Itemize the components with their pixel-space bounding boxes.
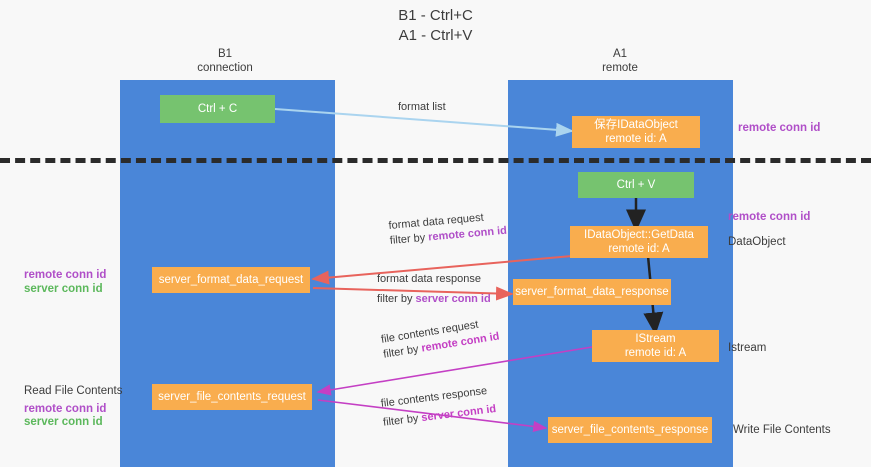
title-line-2: A1 - Ctrl+V: [398, 27, 473, 44]
lane-header-b1: B1 connection: [150, 47, 300, 75]
page-title: B1 - Ctrl+C A1 - Ctrl+V: [0, 6, 871, 46]
box-ctrl-c-label: Ctrl + C: [197, 103, 238, 115]
arrow-format-data-request: [311, 255, 573, 285]
edge-label-format-data-response-line1: format data response: [377, 273, 481, 285]
box-ctrl-v[interactable]: Ctrl + V: [578, 172, 694, 198]
box-server-file-contents-request-label: server_file_contents_request: [158, 391, 306, 403]
box-getdata-line1: IDataObject::GetData: [584, 229, 694, 241]
annotation-remote-conn-id-top: remote conn id: [738, 122, 821, 134]
edge-label-format-data-response-line2: filter by server conn id: [377, 292, 491, 307]
box-istream-line1: IStream: [635, 333, 676, 345]
arrow-format-list: [274, 108, 574, 137]
edge-label-format-data-response-prefix: filter by: [377, 293, 416, 305]
box-server-format-data-request-label: server_format_data_request: [158, 274, 304, 286]
lane-header-a1: A1 remote: [545, 47, 695, 75]
annotation-istream: Istream: [728, 342, 767, 354]
annotation-dataobject: DataObject: [728, 236, 786, 248]
arrow-file-contents-response: [317, 399, 548, 432]
annotation-read-file-contents: Read File Contents: [24, 385, 123, 397]
box-getdata-line2: remote id: A: [608, 243, 670, 255]
edge-label-format-data-request-prefix: filter by: [389, 231, 429, 247]
phase-divider: [0, 158, 871, 163]
box-ctrl-v-label: Ctrl + V: [616, 179, 656, 191]
box-ctrl-c[interactable]: Ctrl + C: [160, 95, 275, 123]
edge-label-format-list-text: format list: [398, 101, 446, 113]
edge-label-file-contents-response-prefix: filter by: [382, 412, 423, 429]
box-server-file-contents-response[interactable]: server_file_contents_response: [548, 417, 712, 443]
box-istream-line2: remote id: A: [624, 347, 687, 359]
annotation-left-remote-conn-id-bottom: remote conn id: [24, 403, 107, 415]
lane-header-a1-name: A1: [612, 48, 628, 60]
box-server-file-contents-request[interactable]: server_file_contents_request: [152, 384, 312, 410]
annotation-left-server-conn-id-mid: server conn id: [24, 283, 103, 295]
box-save-idataobject[interactable]: 保存IDataObject remote id: A: [572, 116, 700, 148]
box-server-format-data-response-label: server_format_data_response: [515, 286, 669, 298]
arrow-file-contents-request: [316, 346, 593, 396]
edge-label-format-data-response: format data response filter by server co…: [377, 272, 491, 307]
edge-label-format-list: format list: [398, 100, 446, 115]
box-server-format-data-response[interactable]: server_format_data_response: [513, 279, 671, 305]
annotation-left-server-conn-id-bottom: server conn id: [24, 416, 103, 428]
annotation-write-file-contents: Write File Contents: [733, 424, 831, 436]
arrow-format-data-response: [312, 286, 514, 301]
box-save-idataobject-line2: remote id: A: [605, 133, 667, 145]
box-save-idataobject-line1: 保存IDataObject: [594, 119, 678, 131]
annotation-left-remote-conn-id-mid: remote conn id: [24, 269, 107, 281]
box-getdata[interactable]: IDataObject::GetData remote id: A: [570, 226, 708, 258]
box-server-file-contents-response-label: server_file_contents_response: [551, 424, 709, 436]
box-server-format-data-request[interactable]: server_format_data_request: [152, 267, 310, 293]
lane-header-b1-name: B1: [217, 48, 233, 60]
edge-label-format-data-response-highlight: server conn id: [415, 293, 491, 305]
title-line-1: B1 - Ctrl+C: [398, 7, 473, 24]
lane-header-b1-sub: connection: [197, 62, 253, 74]
annotation-remote-conn-id-mid: remote conn id: [728, 211, 811, 223]
box-istream[interactable]: IStream remote id: A: [592, 330, 719, 362]
lane-header-a1-sub: remote: [602, 62, 638, 74]
